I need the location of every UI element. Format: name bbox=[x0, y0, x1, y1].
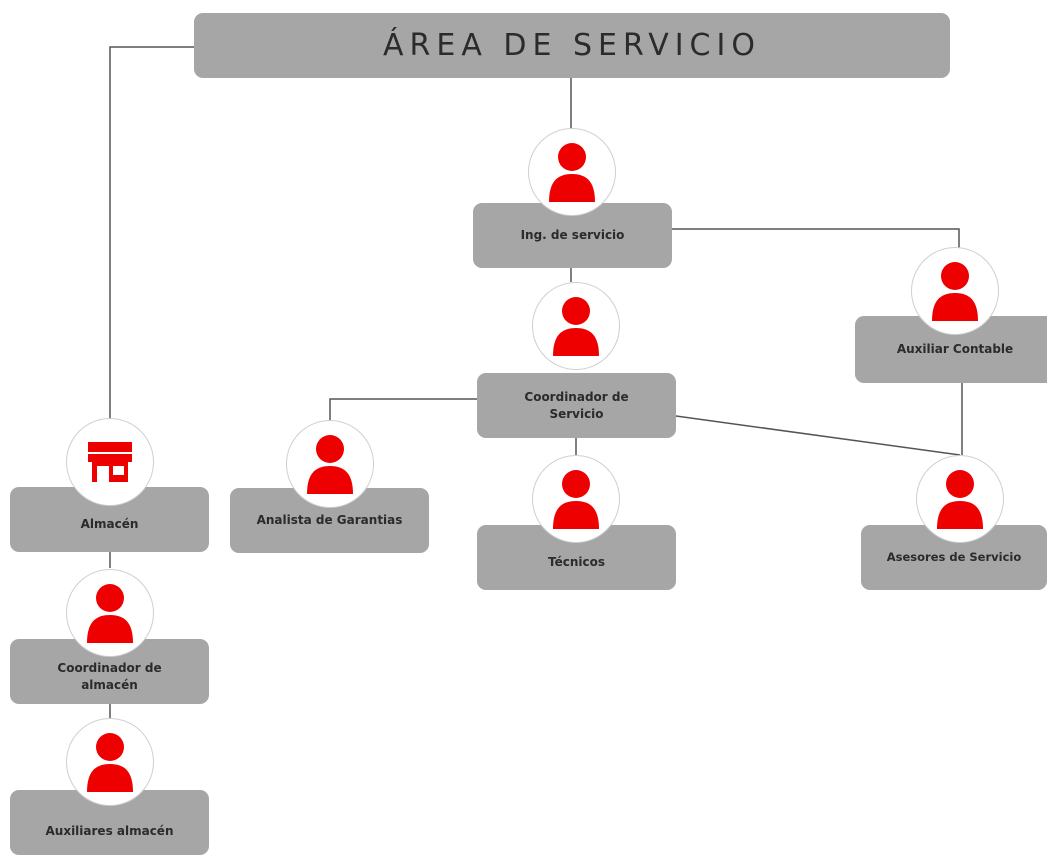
title-box: ÁREA DE SERVICIO bbox=[194, 13, 950, 78]
node-label: Coordinador de Servicio bbox=[524, 389, 629, 421]
person-icon bbox=[549, 143, 595, 202]
ing-servicio-avatar bbox=[528, 128, 616, 216]
coordinador-almacen-avatar bbox=[66, 569, 154, 657]
node-asesores-servicio: Asesores de Servicio bbox=[861, 525, 1047, 590]
person-icon bbox=[87, 584, 133, 643]
tecnicos-avatar bbox=[532, 455, 620, 543]
asesores-servicio-avatar bbox=[916, 455, 1004, 543]
node-auxiliares-almacen: Auxiliares almacén bbox=[10, 790, 209, 855]
node-label: Técnicos bbox=[548, 555, 605, 569]
person-icon bbox=[937, 470, 983, 529]
store-icon bbox=[88, 442, 132, 482]
node-label: Auxiliares almacén bbox=[45, 824, 174, 838]
node-label: Almacén bbox=[80, 517, 139, 531]
analista-garantias-avatar bbox=[286, 420, 374, 508]
node-label: Ing. de servicio bbox=[520, 228, 625, 242]
node-label: Auxiliar Contable bbox=[896, 342, 1014, 356]
node-label: Asesores de Servicio bbox=[886, 550, 1022, 564]
person-icon bbox=[932, 262, 978, 321]
person-icon bbox=[553, 297, 599, 356]
node-label: Coordinador de almacén bbox=[57, 660, 162, 692]
diagram-title: ÁREA DE SERVICIO bbox=[383, 28, 761, 63]
node-label: Analista de Garantias bbox=[256, 513, 403, 527]
node-coordinador-servicio: Coordinador de Servicio bbox=[477, 373, 676, 438]
connector-ing-auxiliar bbox=[672, 228, 960, 248]
person-icon bbox=[87, 733, 133, 792]
person-icon bbox=[553, 470, 599, 529]
connector-coordinador-asesores bbox=[675, 415, 961, 456]
connector-coordinador-analista bbox=[329, 398, 477, 420]
auxiliar-contable-avatar bbox=[911, 247, 999, 335]
almacen-avatar bbox=[66, 418, 154, 506]
coordinador-servicio-avatar bbox=[532, 282, 620, 370]
connector-title-almacen bbox=[109, 46, 194, 420]
auxiliares-almacen-avatar bbox=[66, 718, 154, 806]
person-icon bbox=[307, 435, 353, 494]
